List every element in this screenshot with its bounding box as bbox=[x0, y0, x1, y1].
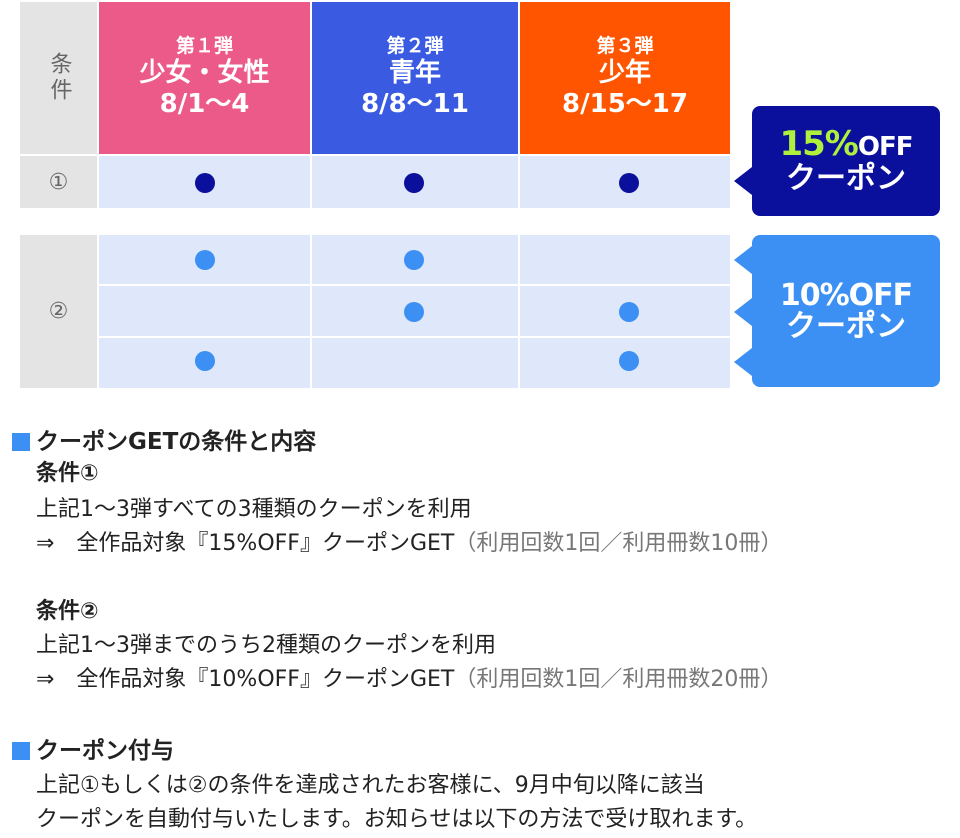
coupon-10-badge: 10%OFF クーポン bbox=[752, 235, 940, 387]
condition-2a-dot-1 bbox=[195, 250, 215, 270]
column-2-main: 青年 bbox=[388, 58, 441, 89]
column-1-date: 8/1〜4 bbox=[159, 89, 250, 120]
condition-2a-cell-3 bbox=[520, 235, 730, 284]
section-heading-grant-text: クーポン付与 bbox=[36, 738, 174, 764]
badge-10-pointer-3 bbox=[734, 348, 752, 376]
column-2-sub: 第２弾 bbox=[386, 35, 444, 58]
condition-header-label: 条件 bbox=[46, 52, 72, 104]
condition-2-line-1: 上記1〜3弾までのうち2種類のクーポンを利用 bbox=[36, 633, 496, 658]
column-1-main: 少女・女性 bbox=[139, 58, 270, 89]
condition-2-title: 条件② bbox=[36, 599, 99, 624]
condition-1-result: ⇒ 全作品対象『15%OFF』クーポンGET bbox=[36, 531, 455, 556]
column-header-2: 第２弾 青年 8/8〜11 bbox=[312, 2, 518, 154]
condition-2c-cell-2 bbox=[312, 338, 518, 388]
square-bullet-icon bbox=[12, 742, 30, 760]
condition-1-note: （利用回数1回／利用冊数10冊） bbox=[454, 531, 783, 556]
badge-15-percent: 15% bbox=[779, 124, 858, 165]
square-bullet-icon bbox=[12, 433, 30, 451]
grant-line-2: クーポンを自動付与いたします。お知らせは以下の方法で受け取れます。 bbox=[36, 807, 758, 832]
condition-2-result: ⇒ 全作品対象『10%OFF』クーポンGET bbox=[36, 667, 455, 692]
badge-10-pointer-2 bbox=[734, 298, 752, 326]
condition-1-title: 条件① bbox=[36, 461, 99, 486]
badge-10-percent: 10%OFF bbox=[779, 277, 913, 313]
condition-2-label: ② bbox=[48, 299, 69, 324]
section-heading-conditions: クーポンGETの条件と内容 bbox=[12, 426, 316, 458]
column-header-1: 第１弾 少女・女性 8/1〜4 bbox=[99, 2, 310, 154]
section-heading-conditions-text: クーポンGETの条件と内容 bbox=[36, 429, 317, 455]
badge-15-pointer bbox=[734, 167, 752, 195]
condition-2-note: （利用回数1回／利用冊数20冊） bbox=[454, 667, 783, 692]
badge-10-coupon: クーポン bbox=[786, 309, 906, 344]
condition-1-label-cell: ① bbox=[20, 156, 97, 208]
condition-2b-cell-1 bbox=[99, 286, 310, 336]
column-1-sub: 第１弾 bbox=[175, 35, 233, 58]
badge-15-off: OFF bbox=[857, 132, 914, 163]
condition-2c-dot-3 bbox=[619, 351, 639, 371]
condition-1-line-2: ⇒ 全作品対象『15%OFF』クーポンGET（利用回数1回／利用冊数10冊） bbox=[12, 528, 782, 560]
condition-2c-dot-1 bbox=[195, 351, 215, 371]
badge-15-percent-line: 15%OFF bbox=[779, 124, 914, 165]
condition-1-line-1: 上記1〜3弾すべての3種類のクーポンを利用 bbox=[36, 497, 472, 522]
condition-header-cell: 条件 bbox=[20, 2, 97, 154]
column-2-date: 8/8〜11 bbox=[361, 89, 469, 120]
column-header-3: 第３弾 少年 8/15〜17 bbox=[520, 2, 730, 154]
column-3-date: 8/15〜17 bbox=[562, 89, 688, 120]
condition-1-dot-1 bbox=[195, 173, 215, 193]
coupon-15-badge: 15%OFF クーポン bbox=[752, 106, 940, 216]
condition-2b-dot-2 bbox=[404, 302, 424, 322]
section-heading-grant: クーポン付与 bbox=[12, 735, 174, 767]
condition-2-line-2: ⇒ 全作品対象『10%OFF』クーポンGET（利用回数1回／利用冊数20冊） bbox=[12, 664, 782, 696]
condition-2-label-cell: ② bbox=[20, 235, 97, 388]
badge-15-coupon: クーポン bbox=[786, 161, 906, 197]
column-3-sub: 第３弾 bbox=[596, 35, 654, 58]
condition-2b-dot-3 bbox=[619, 302, 639, 322]
condition-1-dot-2 bbox=[404, 173, 424, 193]
badge-10-pointer-1 bbox=[734, 246, 752, 274]
grant-line-1: 上記①もしくは②の条件を達成されたお客様に、9月中旬以降に該当 bbox=[36, 773, 705, 798]
column-3-main: 少年 bbox=[598, 58, 651, 89]
condition-1-label: ① bbox=[48, 169, 69, 195]
condition-2a-dot-2 bbox=[404, 250, 424, 270]
condition-1-dot-3 bbox=[619, 173, 639, 193]
